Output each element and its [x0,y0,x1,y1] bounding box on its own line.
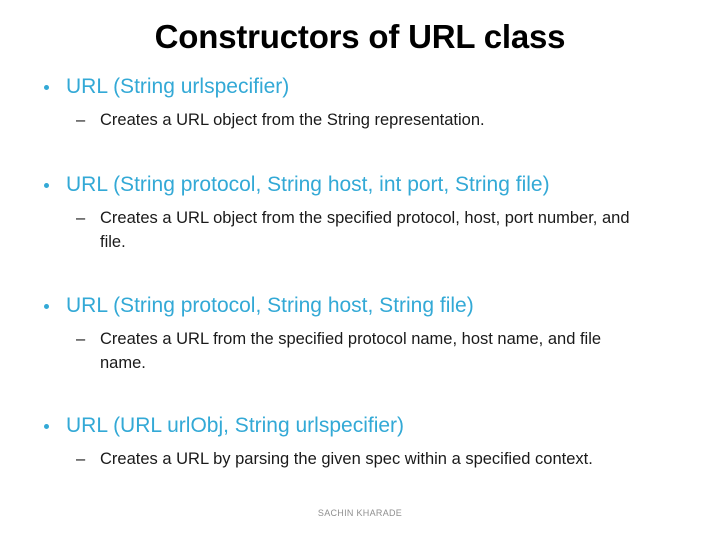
constructor-description: Creates a URL object from the specified … [100,209,630,251]
bullet-dot-icon [44,304,49,309]
bullet-item-level2: – Creates a URL object from the String r… [0,108,665,132]
dash-marker-icon: – [76,111,86,129]
bullet-item-level2: – Creates a URL from the specified proto… [0,327,645,375]
bullet-item-level1: URL (String protocol, String host, int p… [0,172,720,198]
constructor-signature: URL (String protocol, String host, Strin… [66,294,474,317]
bullet-item-level1: URL (URL urlObj, String urlspecifier) [0,413,720,439]
constructor-description: Creates a URL from the specified protoco… [100,330,602,372]
constructor-description: Creates a URL object from the String rep… [100,111,485,129]
constructor-group: URL (String protocol, String host, int p… [0,172,720,254]
dash-marker-icon: – [76,209,86,227]
constructor-signature: URL (String protocol, String host, int p… [66,173,550,196]
bullet-dot-icon [44,183,49,188]
author-watermark: SACHIN KHARADE [317,508,403,518]
dash-marker-icon: – [76,450,86,468]
constructor-group: URL (String urlspecifier) – Creates a UR… [0,74,720,132]
bullet-item-level2: – Creates a URL by parsing the given spe… [0,447,690,471]
constructor-signature: URL (String urlspecifier) [66,75,290,98]
bullet-item-level2: – Creates a URL object from the specifie… [0,206,645,254]
bullet-dot-icon [44,424,49,429]
bullet-dot-icon [44,85,49,90]
constructor-description: Creates a URL by parsing the given spec … [100,450,593,468]
bullet-item-level1: URL (String urlspecifier) [0,74,720,100]
constructor-signature: URL (URL urlObj, String urlspecifier) [66,414,405,437]
constructor-group: URL (URL urlObj, String urlspecifier) – … [0,413,720,471]
dash-marker-icon: – [76,330,86,348]
slide-title: Constructors of URL class [154,18,566,55]
bullet-item-level1: URL (String protocol, String host, Strin… [0,293,720,319]
constructor-group: URL (String protocol, String host, Strin… [0,293,720,375]
slide-body: URL (String urlspecifier) – Creates a UR… [0,74,720,471]
